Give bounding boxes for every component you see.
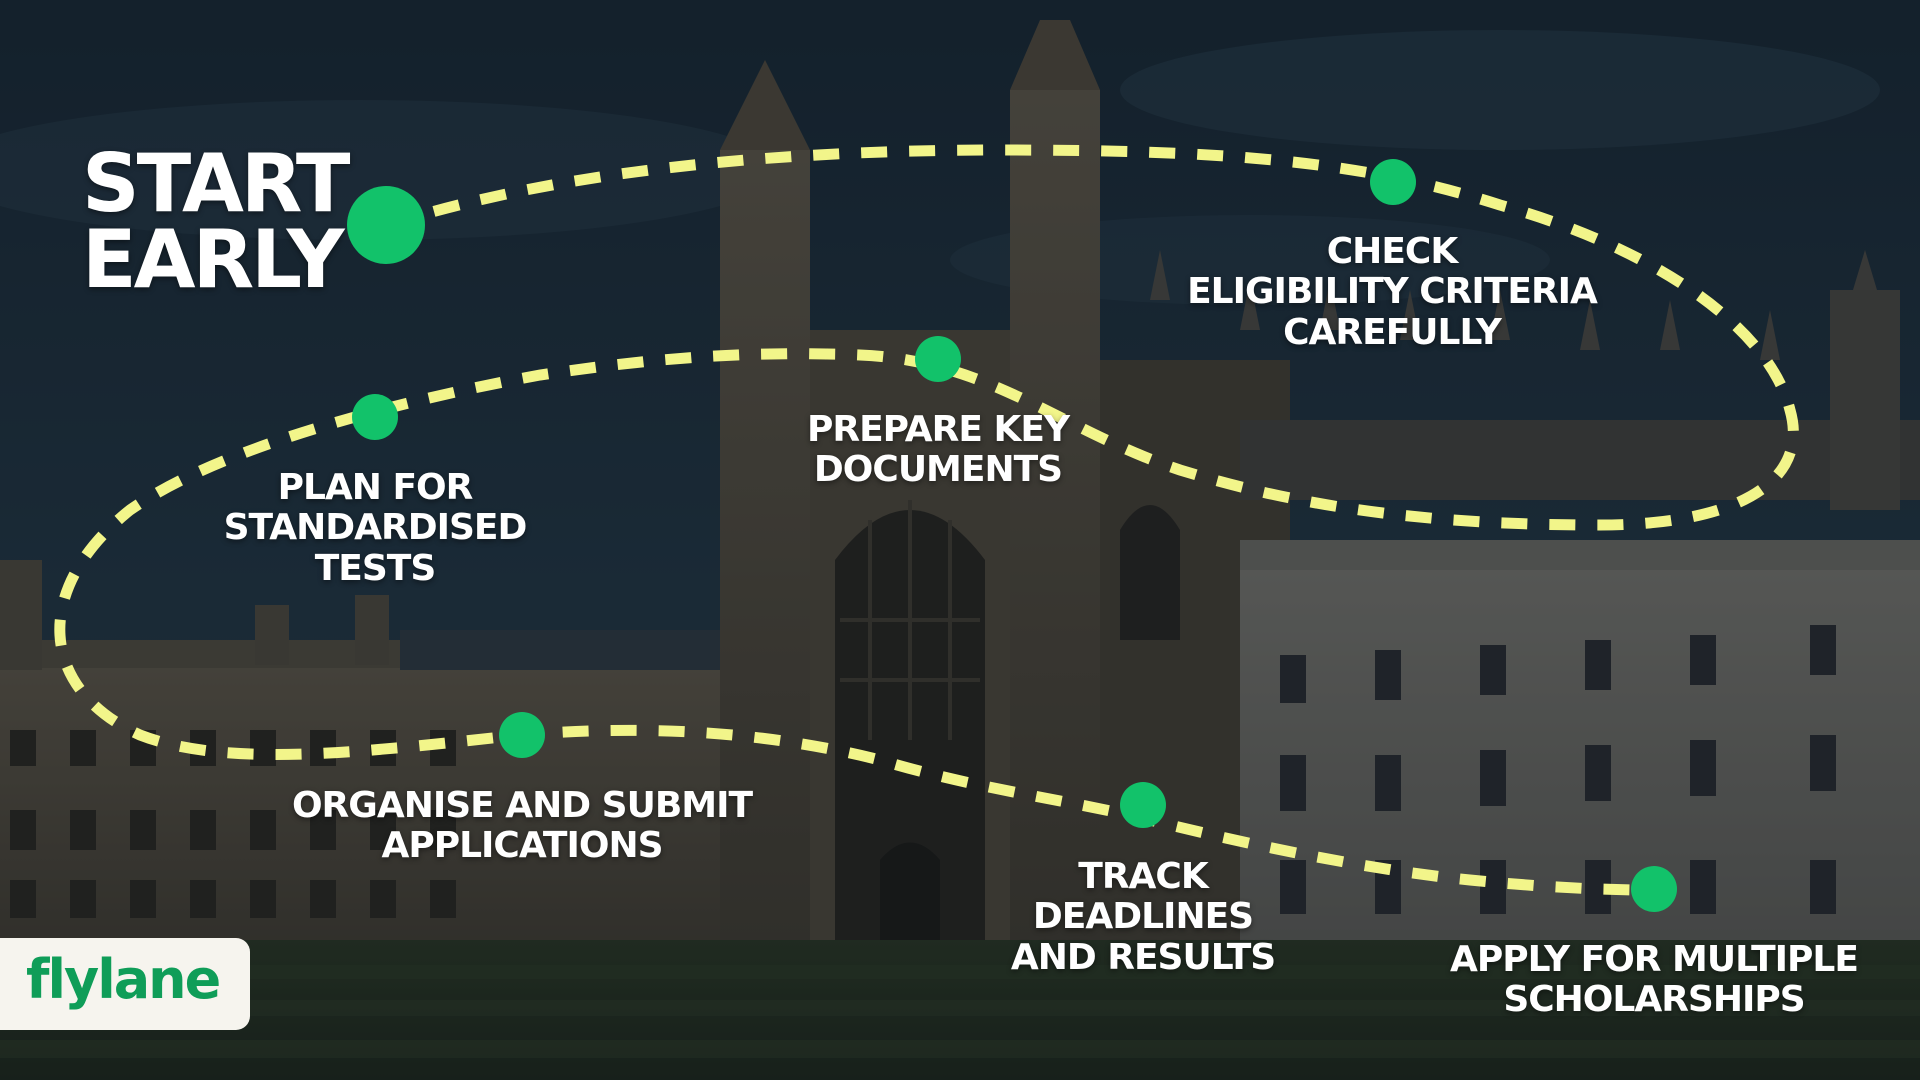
step-label-line: PREPARE KEY [806, 409, 1070, 450]
brand-logo: flylane [0, 938, 250, 1030]
step-label-line: TESTS [314, 547, 437, 589]
step-label-track: TRACK DEADLINES AND RESULTS [993, 856, 1293, 978]
cloud [1120, 30, 1880, 150]
dashed-journey-path [54, 144, 1799, 896]
step-label-organise: ORGANISE AND SUBMIT APPLICATIONS [262, 785, 782, 867]
node-prepare [915, 336, 961, 382]
node-apply [1631, 866, 1677, 912]
step-label-line: CHECK [1326, 231, 1458, 272]
step-label-line: STANDARDISED [223, 507, 528, 549]
heading-line: START [82, 137, 350, 230]
step-label-line: ELIGIBILITY CRITERIA [1187, 271, 1598, 313]
step-label-apply: APPLY FOR MULTIPLE SCHOLARSHIPS [1434, 939, 1874, 1021]
step-label-line: ORGANISE AND SUBMIT [291, 785, 753, 826]
step-label-check: CHECK ELIGIBILITY CRITERIA CAREFULLY [1182, 231, 1602, 353]
step-label-line: PLAN FOR [277, 467, 474, 508]
heading-line: EARLY [82, 213, 345, 306]
lawn-stripes [0, 965, 1920, 1058]
step-label-plan: PLAN FOR STANDARDISED TESTS [205, 467, 545, 589]
brand-logo-text: flylane [26, 948, 221, 1011]
step-label-prepare: PREPARE KEY DOCUMENTS [768, 409, 1108, 491]
step-label-line: DOCUMENTS [813, 449, 1063, 491]
node-check [1370, 159, 1416, 205]
node-organise [499, 712, 545, 758]
step-label-line: SCHOLARSHIPS [1503, 979, 1805, 1021]
right-building [1150, 250, 1920, 950]
step-label-line: AND RESULTS [1010, 936, 1276, 978]
node-plan [352, 394, 398, 440]
node-track [1120, 782, 1166, 828]
start-node [347, 186, 425, 264]
step-label-line: CAREFULLY [1283, 311, 1502, 353]
step-label-line: TRACK [1078, 856, 1208, 897]
step-label-line: APPLICATIONS [381, 825, 663, 867]
step-label-line: APPLY FOR MULTIPLE [1450, 939, 1859, 980]
left-college-building [0, 560, 730, 950]
cloud [0, 100, 780, 240]
step-label-line: DEADLINES [1032, 896, 1254, 938]
start-early-heading: START EARLY [82, 137, 350, 306]
